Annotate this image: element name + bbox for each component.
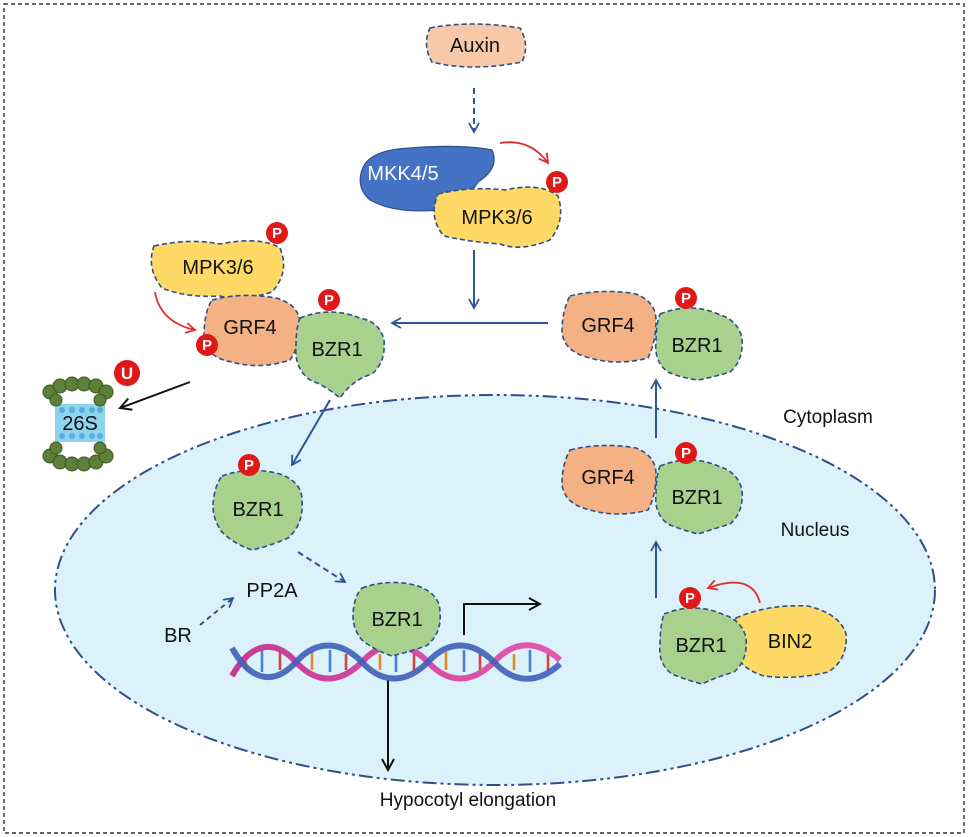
bzr1-bin2-label: BZR1 — [675, 635, 726, 657]
transcription-start-arrow — [463, 604, 540, 635]
phospho-label: P — [681, 290, 691, 307]
cytoplasm-label: Cytoplasm — [783, 407, 873, 428]
phospho-label: P — [685, 590, 695, 607]
proteasome-label: 26S — [62, 413, 98, 435]
red-arrow-mpk-phosphorylates-grf4 — [154, 291, 197, 334]
ubiquitin-label: U — [121, 364, 133, 383]
pp2a-label: PP2A — [246, 580, 298, 602]
hypocotyl-elongation-label: Hypocotyl elongation — [380, 790, 556, 811]
mpk36-left-node: MPK3/6 — [150, 240, 285, 300]
bzr1-right-mid-label: BZR1 — [671, 487, 722, 509]
phospho-badge-bzr1-right-top: P — [675, 287, 697, 309]
red-arrow-bin2-phosphorylates — [706, 579, 761, 604]
grf4-right-top-node: GRF4 — [561, 290, 657, 363]
phospho-badge-mpk-left: P — [266, 222, 288, 244]
mpk36-left-label: MPK3/6 — [182, 257, 253, 279]
bin2-node: BIN2 — [732, 604, 847, 679]
phospho-label: P — [272, 225, 282, 242]
phospho-badge-bzr1-right-mid: P — [675, 442, 697, 464]
ubiquitin-badge: U — [114, 360, 140, 386]
bin2-label: BIN2 — [768, 631, 812, 653]
outer-frame — [3, 3, 965, 834]
grf4-right-top-label: GRF4 — [581, 315, 634, 337]
nucleus-label: Nucleus — [781, 520, 850, 541]
bzr1-bin2-node: BZR1 — [658, 607, 748, 685]
phospho-label: P — [681, 445, 691, 462]
mpk36-top-label: MPK3/6 — [461, 207, 532, 229]
phospho-badge-bzr1-nucleus: P — [238, 454, 260, 476]
phospho-label: P — [202, 337, 212, 354]
phospho-badge-grf4-left: P — [196, 334, 218, 356]
grf4-left-label: GRF4 — [223, 317, 276, 339]
grf4-right-mid-node: GRF4 — [561, 444, 657, 515]
arrow-to-proteasome — [120, 381, 191, 408]
proteasome-26s-icon: 26S — [42, 376, 114, 472]
phospho-label: P — [324, 292, 334, 309]
mpk36-top-node: MPK3/6 — [433, 186, 562, 248]
nucleus-region — [54, 394, 936, 786]
phospho-label: P — [244, 457, 254, 474]
br-label: BR — [164, 625, 192, 647]
bzr1-right-top-label: BZR1 — [671, 335, 722, 357]
red-arrow-mkk-phosphorylates — [499, 141, 550, 165]
auxin-label: Auxin — [450, 35, 500, 57]
bzr1-right-top-node: BZR1 — [654, 307, 744, 381]
bzr1-left-label: BZR1 — [311, 339, 362, 361]
phospho-badge-mpk-top: P — [546, 171, 568, 193]
bzr1-nucleus-label: BZR1 — [232, 499, 283, 521]
auxin-node: Auxin — [425, 23, 527, 68]
phospho-badge-bzr1-bin2: P — [679, 587, 701, 609]
arrow-bzr1-into-nucleus — [291, 399, 331, 467]
bzr1-dna-label: BZR1 — [371, 609, 422, 631]
bzr1-nucleus-node: BZR1 — [212, 469, 304, 551]
phospho-badge-bzr1-left: P — [318, 289, 340, 311]
bzr1-right-mid-node: BZR1 — [654, 459, 744, 535]
bzr1-left-node: BZR1 — [294, 311, 386, 400]
grf4-right-mid-label: GRF4 — [581, 467, 634, 489]
bzr1-dna-node: BZR1 — [352, 581, 442, 657]
phospho-label: P — [552, 174, 562, 191]
arrow-br-to-pp2a — [199, 596, 235, 626]
grf4-left-node: GRF4 — [203, 294, 301, 367]
mkk45-label: MKK4/5 — [367, 163, 438, 185]
